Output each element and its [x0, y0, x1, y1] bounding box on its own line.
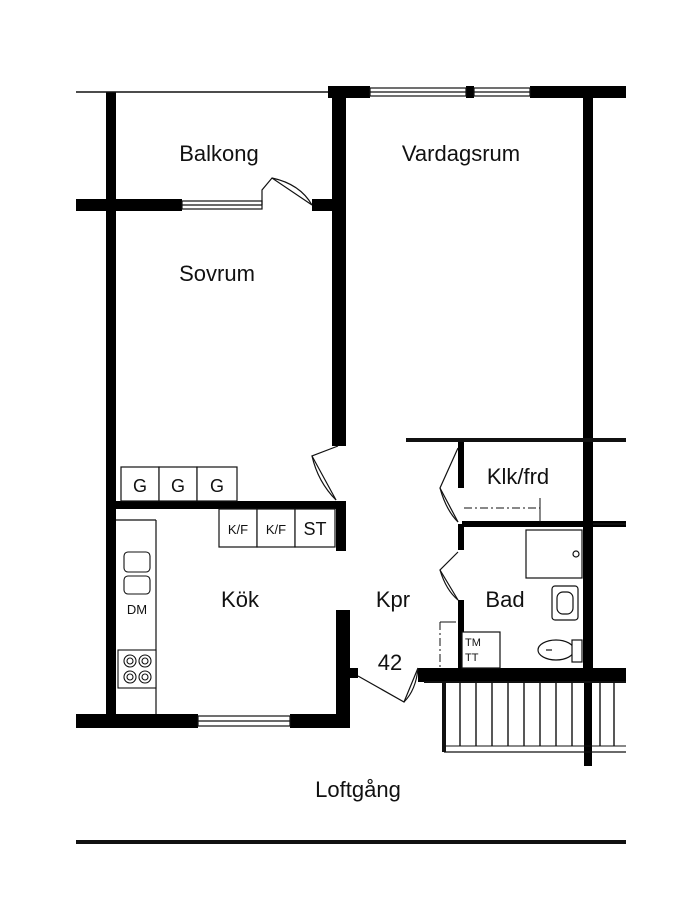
wardrobe-label-1: G — [133, 476, 147, 496]
storage-cabinet — [294, 508, 336, 548]
room-label-kok: Kök — [221, 587, 260, 612]
thin-walls — [76, 91, 626, 844]
wall-stair-post — [584, 680, 592, 766]
wall-balcony-left — [76, 199, 182, 211]
dishwasher-label: DM — [127, 602, 147, 617]
wall-bedroom-kitchen — [112, 501, 336, 509]
door-closet — [439, 447, 459, 523]
kitchen-sink — [123, 551, 151, 595]
wall-closet-bath — [462, 521, 626, 527]
wall-balcony-right — [312, 199, 334, 211]
kitchen-cabinets — [218, 508, 336, 548]
door-bedroom — [311, 445, 339, 501]
wall-bath-bottom — [418, 668, 626, 682]
door-bath — [439, 551, 459, 601]
walls — [76, 86, 626, 766]
wall-top-mid-post — [466, 86, 474, 98]
wall-closet-left — [458, 440, 464, 488]
window-kitchen — [197, 715, 291, 727]
wall-bedroom-living — [332, 92, 346, 446]
dryer-label: TT — [465, 652, 479, 664]
room-label-balkong: Balkong — [179, 141, 259, 166]
wardrobe-label-3: G — [210, 476, 224, 496]
unit-number: 42 — [378, 650, 402, 675]
room-label-bad: Bad — [485, 587, 524, 612]
fridge-freezer-label-1: K/F — [228, 522, 248, 537]
wall-right-outer — [583, 92, 593, 670]
window-balcony-door — [181, 200, 263, 210]
fridge-freezer-1 — [218, 508, 258, 548]
wall-kitchen-right — [336, 610, 350, 728]
shower — [525, 529, 583, 579]
doors — [261, 177, 459, 703]
washer-dryer — [461, 631, 501, 669]
room-label-sovrum: Sovrum — [179, 261, 255, 286]
room-label-loftgang: Loftgång — [315, 777, 401, 802]
wardrobe-2 — [158, 466, 198, 502]
room-label-kpr: Kpr — [376, 587, 410, 612]
wall-bath-left — [458, 600, 464, 672]
washer-label: TM — [465, 637, 481, 649]
storage-label: ST — [303, 519, 326, 539]
wall-closet-left-2 — [458, 524, 464, 550]
room-label-vardagsrum: Vardagsrum — [402, 141, 520, 166]
stove — [117, 649, 157, 689]
windows — [181, 87, 531, 727]
wardrobe-row — [120, 466, 238, 502]
wardrobe-label-2: G — [171, 476, 185, 496]
wall-bottom-mid — [290, 714, 350, 728]
wardrobe-3 — [196, 466, 238, 502]
fridge-freezer-label-2: K/F — [266, 522, 286, 537]
door-balcony — [261, 177, 313, 206]
room-label-klk-frd: Klk/frd — [487, 464, 549, 489]
window-living — [369, 87, 531, 97]
bath-sink — [551, 585, 579, 621]
wall-top-right — [530, 86, 626, 98]
toilet — [537, 639, 583, 663]
wall-left-outer — [106, 92, 116, 718]
wall-entry-post — [350, 668, 358, 678]
wardrobe-1 — [120, 466, 160, 502]
door-entry — [357, 667, 419, 703]
wall-bottom-left — [76, 714, 198, 728]
staircase — [424, 681, 626, 753]
wall-kitchen-post — [336, 501, 346, 551]
